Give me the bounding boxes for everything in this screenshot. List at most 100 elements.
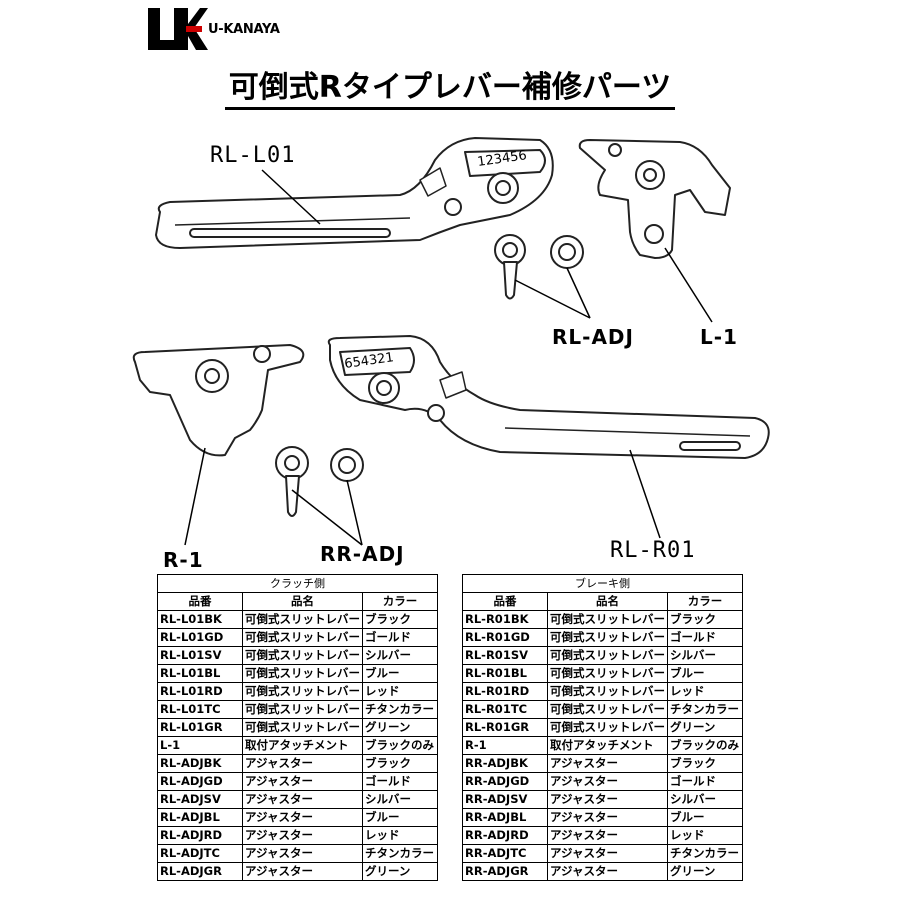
cell-color: レッド: [362, 682, 438, 701]
label-rl-adj: RL-ADJ: [552, 325, 634, 349]
cell-name: 可倒式スリットレバー: [242, 664, 363, 683]
cell-color: ブルー: [362, 808, 438, 827]
cell-color: ゴールド: [362, 772, 438, 791]
cell-color: ゴールド: [667, 772, 743, 791]
parts-diagram: 123456 654321: [132, 137, 770, 546]
col-header-part-no: 品番: [157, 592, 243, 611]
rl-r01-lever-drawing: [327, 335, 770, 459]
cell-part-no: RL-R01SV: [462, 646, 548, 665]
cell-name: アジャスター: [242, 790, 363, 809]
cell-color: ブラックのみ: [362, 736, 438, 755]
l1-bracket-drawing: [578, 139, 731, 259]
cell-part-no: RL-ADJTC: [157, 844, 243, 863]
cell-part-no: RL-ADJRD: [157, 826, 243, 845]
col-header-color: カラー: [667, 592, 743, 611]
cell-color: ブルー: [667, 808, 743, 827]
cell-name: アジャスター: [547, 772, 668, 791]
cell-name: 取付アタッチメント: [242, 736, 363, 755]
cell-part-no: RL-R01BK: [462, 610, 548, 629]
cell-part-no: RL-L01GD: [157, 628, 243, 647]
cell-part-no: RL-R01GR: [462, 718, 548, 737]
cell-color: ブラック: [362, 754, 438, 773]
cell-name: 可倒式スリットレバー: [242, 646, 363, 665]
cell-part-no: RR-ADJGR: [462, 862, 548, 881]
dial-numbers-top: 123456: [476, 148, 527, 170]
rr-adj-adjusters-drawing: [275, 446, 364, 517]
cell-part-no: RL-L01SV: [157, 646, 243, 665]
cell-color: グリーン: [362, 862, 438, 881]
label-rl-r01: RL-R01: [610, 538, 696, 563]
col-header-name: 品名: [547, 592, 668, 611]
cell-part-no: RL-ADJGD: [157, 772, 243, 791]
cell-name: 可倒式スリットレバー: [547, 646, 668, 665]
cell-color: グリーン: [362, 718, 438, 737]
rl-l01-lever-drawing: [155, 137, 554, 249]
cell-part-no: RL-ADJBK: [157, 754, 243, 773]
cell-color: レッド: [667, 826, 743, 845]
cell-color: レッド: [362, 826, 438, 845]
cell-color: グリーン: [667, 862, 743, 881]
cell-part-no: L-1: [157, 736, 243, 755]
cell-name: アジャスター: [242, 862, 363, 881]
cell-name: アジャスター: [547, 862, 668, 881]
brand-logo: U-KANAYA: [146, 6, 306, 56]
cell-part-no: RL-L01BK: [157, 610, 243, 629]
cell-name: 可倒式スリットレバー: [242, 682, 363, 701]
cell-part-no: RR-ADJTC: [462, 844, 548, 863]
dial-numbers-bottom: 654321: [343, 350, 394, 372]
cell-name: 可倒式スリットレバー: [547, 628, 668, 647]
rl-adj-adjusters-drawing: [494, 234, 584, 300]
cell-part-no: RL-R01GD: [462, 628, 548, 647]
cell-name: アジャスター: [242, 844, 363, 863]
cell-color: シルバー: [362, 646, 438, 665]
col-header-name: 品名: [242, 592, 363, 611]
cell-color: ブラック: [667, 610, 743, 629]
cell-part-no: RR-ADJGD: [462, 772, 548, 791]
cell-color: チタンカラー: [667, 844, 743, 863]
cell-name: 可倒式スリットレバー: [547, 610, 668, 629]
brake-table-caption: ブレーキ側: [462, 574, 743, 593]
cell-part-no: RR-ADJSV: [462, 790, 548, 809]
cell-color: シルバー: [667, 790, 743, 809]
cell-color: チタンカラー: [362, 844, 438, 863]
cell-name: アジャスター: [242, 826, 363, 845]
cell-color: チタンカラー: [667, 700, 743, 719]
cell-name: 可倒式スリットレバー: [547, 700, 668, 719]
cell-name: 可倒式スリットレバー: [242, 610, 363, 629]
cell-part-no: RL-ADJBL: [157, 808, 243, 827]
cell-color: シルバー: [667, 646, 743, 665]
cell-name: アジャスター: [547, 754, 668, 773]
cell-part-no: RL-R01RD: [462, 682, 548, 701]
cell-part-no: RL-R01BL: [462, 664, 548, 683]
cell-part-no: RL-ADJGR: [157, 862, 243, 881]
cell-name: 可倒式スリットレバー: [547, 682, 668, 701]
cell-part-no: RL-L01BL: [157, 664, 243, 683]
cell-color: シルバー: [362, 790, 438, 809]
cell-name: アジャスター: [547, 808, 668, 827]
cell-part-no: RL-L01GR: [157, 718, 243, 737]
brand-name: U-KANAYA: [208, 22, 280, 37]
cell-color: ブルー: [362, 664, 438, 683]
cell-name: 可倒式スリットレバー: [242, 700, 363, 719]
r1-bracket-drawing: [132, 344, 305, 457]
cell-color: ブラック: [667, 754, 743, 773]
